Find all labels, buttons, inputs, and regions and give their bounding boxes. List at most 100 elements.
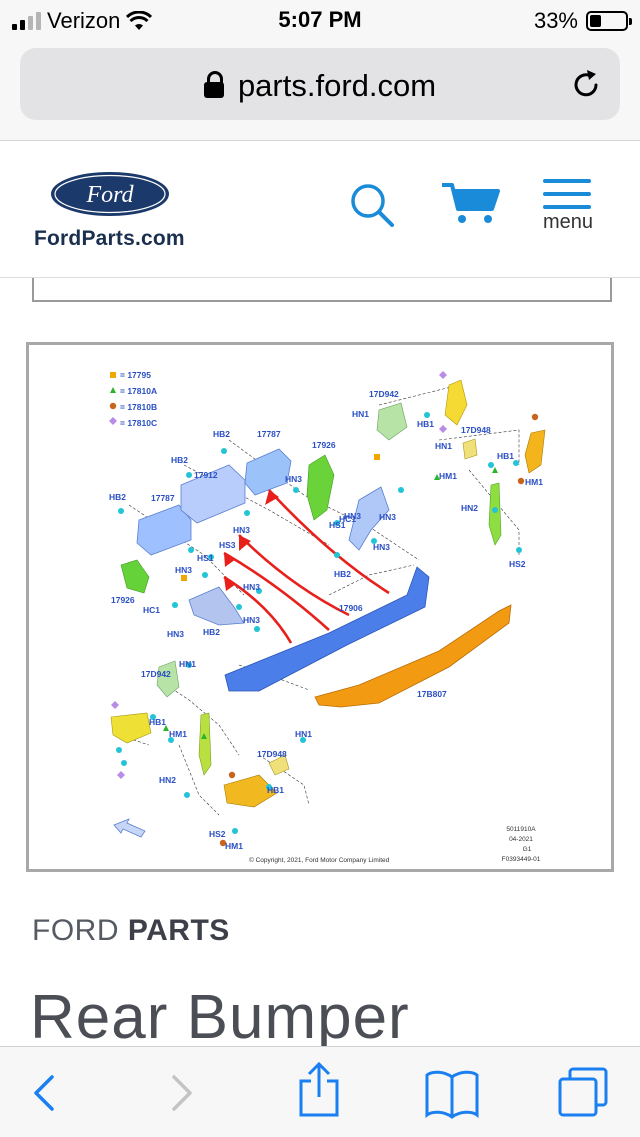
part-label[interactable]: HN3 bbox=[233, 525, 250, 535]
part-label[interactable]: HN3 bbox=[285, 474, 302, 484]
part-label[interactable]: HN2 bbox=[159, 775, 176, 785]
page-title: Rear Bumper bbox=[30, 983, 410, 1052]
clock: 5:07 PM bbox=[278, 7, 362, 32]
diagram-canvas: = 17795 = 17810A = 17810B = 17810C bbox=[109, 370, 546, 864]
part-label[interactable]: 17787 bbox=[257, 429, 281, 439]
part-label[interactable]: HM1 bbox=[225, 841, 243, 851]
back-icon[interactable] bbox=[30, 1073, 58, 1113]
part-label[interactable]: HB2 bbox=[334, 569, 351, 579]
part-label[interactable]: HN1 bbox=[352, 409, 369, 419]
part-label[interactable]: HN3 bbox=[243, 615, 260, 625]
part-label[interactable]: 17D948 bbox=[461, 425, 491, 435]
logo-text: Ford bbox=[85, 182, 134, 208]
cart-icon[interactable] bbox=[440, 181, 502, 225]
part-label[interactable]: 17906 bbox=[339, 603, 363, 613]
part-label[interactable]: HC1 bbox=[143, 605, 160, 615]
part-label[interactable]: HB2 bbox=[109, 492, 126, 502]
part-label[interactable]: HN1 bbox=[179, 659, 196, 669]
part-label[interactable]: HN3 bbox=[243, 582, 260, 592]
address-bar[interactable]: parts.ford.com bbox=[20, 48, 620, 120]
part-label[interactable]: 17926 bbox=[312, 440, 336, 450]
diagram-code-line: F0393449-01 bbox=[502, 856, 541, 863]
part-label[interactable]: HN3 bbox=[373, 542, 390, 552]
part-label[interactable]: HN3 bbox=[379, 512, 396, 522]
part-label[interactable]: HM1 bbox=[169, 729, 187, 739]
browser-toolbar bbox=[0, 1046, 640, 1137]
search-icon[interactable] bbox=[348, 181, 396, 229]
orientation-arrow-icon bbox=[113, 818, 146, 838]
battery-level bbox=[590, 15, 602, 27]
wifi-icon bbox=[126, 11, 153, 30]
diagram-copyright: © Copyright, 2021, Ford Motor Company Li… bbox=[249, 856, 390, 864]
reload-icon[interactable] bbox=[570, 68, 602, 100]
battery-status: 33% bbox=[533, 8, 632, 34]
part-label[interactable]: HN1 bbox=[435, 441, 452, 451]
legend-entry: = 17810C bbox=[120, 418, 157, 428]
part-label[interactable]: HN3 bbox=[175, 565, 192, 575]
part-label[interactable]: HN3 bbox=[167, 629, 184, 639]
part-label[interactable]: HN2 bbox=[461, 503, 478, 513]
diagram-legend: = 17795 = 17810A = 17810B = 17810C bbox=[120, 370, 157, 428]
part-label[interactable]: 17D948 bbox=[257, 749, 287, 759]
url-text: parts.ford.com bbox=[237, 68, 437, 103]
parts-diagram[interactable]: = 17795 = 17810A = 17810B = 17810C bbox=[26, 342, 614, 872]
part-label[interactable]: 17B807 bbox=[417, 689, 447, 699]
bracket-parts bbox=[136, 448, 390, 626]
part-label[interactable]: HB1 bbox=[149, 717, 166, 727]
carrier-name: Verizon bbox=[47, 8, 121, 33]
lock-icon bbox=[203, 70, 224, 99]
part-label[interactable]: HN3 bbox=[344, 511, 361, 521]
part-label[interactable]: HC1 bbox=[339, 514, 356, 524]
diagram-code-line: 04-2021 bbox=[509, 836, 533, 843]
battery-percent: 33% bbox=[533, 8, 578, 33]
forward-icon[interactable] bbox=[168, 1073, 196, 1113]
legend-entry: = 17810A bbox=[120, 386, 157, 396]
part-label[interactable]: HS2 bbox=[509, 559, 526, 569]
part-label[interactable]: HB2 bbox=[213, 429, 230, 439]
part-label[interactable]: 17926 bbox=[111, 595, 135, 605]
part-label[interactable]: HS2 bbox=[209, 829, 226, 839]
section-title-prefix: FORD bbox=[32, 914, 119, 947]
part-label[interactable]: HB1 bbox=[267, 785, 284, 795]
bumper-bar bbox=[224, 566, 430, 692]
part-label[interactable]: HS3 bbox=[219, 540, 236, 550]
part-label[interactable]: HS1 bbox=[197, 553, 214, 563]
diagram-code-line: G1 bbox=[523, 846, 532, 853]
part-label[interactable]: HB1 bbox=[417, 419, 434, 429]
part-label[interactable]: HB2 bbox=[203, 627, 220, 637]
section-title-bold: PARTS bbox=[127, 914, 230, 947]
share-icon[interactable] bbox=[296, 1061, 342, 1119]
section-title: FORD PARTS bbox=[32, 914, 230, 948]
part-label[interactable]: HM1 bbox=[525, 477, 543, 487]
hamburger-icon bbox=[543, 179, 591, 183]
carrier: Verizon bbox=[12, 8, 153, 34]
part-label[interactable]: 17D942 bbox=[369, 389, 399, 399]
ford-logo[interactable]: Ford bbox=[50, 171, 170, 217]
part-label[interactable]: HB2 bbox=[171, 455, 188, 465]
url-display[interactable]: parts.ford.com bbox=[20, 68, 620, 104]
part-label[interactable]: 17787 bbox=[151, 493, 175, 503]
browser-chrome: parts.ford.com bbox=[0, 40, 640, 141]
part-label[interactable]: 17D942 bbox=[141, 669, 171, 679]
status-bar: Verizon 5:07 PM 33% bbox=[0, 0, 640, 40]
step-pad bbox=[314, 604, 512, 708]
brand-name[interactable]: FordParts.com bbox=[34, 227, 185, 250]
legend-entry: = 17810B bbox=[120, 402, 157, 412]
part-label[interactable]: HS1 bbox=[329, 520, 346, 530]
previous-content-box bbox=[32, 278, 612, 302]
signal-icon bbox=[12, 12, 41, 30]
legend-entry: = 17795 bbox=[120, 370, 151, 380]
part-label[interactable]: HB1 bbox=[497, 451, 514, 461]
site-header: Ford FordParts.com menu bbox=[0, 141, 640, 278]
battery-icon bbox=[586, 11, 632, 31]
fastener-dots bbox=[116, 412, 522, 834]
part-label[interactable]: HM1 bbox=[439, 471, 457, 481]
tabs-icon[interactable] bbox=[556, 1065, 610, 1119]
part-label[interactable]: 17912 bbox=[194, 470, 218, 480]
menu-button[interactable]: menu bbox=[543, 179, 599, 239]
part-label[interactable]: HN1 bbox=[295, 729, 312, 739]
diagram-code-line: 5011910A bbox=[506, 826, 536, 833]
bookmarks-icon[interactable] bbox=[424, 1069, 480, 1119]
